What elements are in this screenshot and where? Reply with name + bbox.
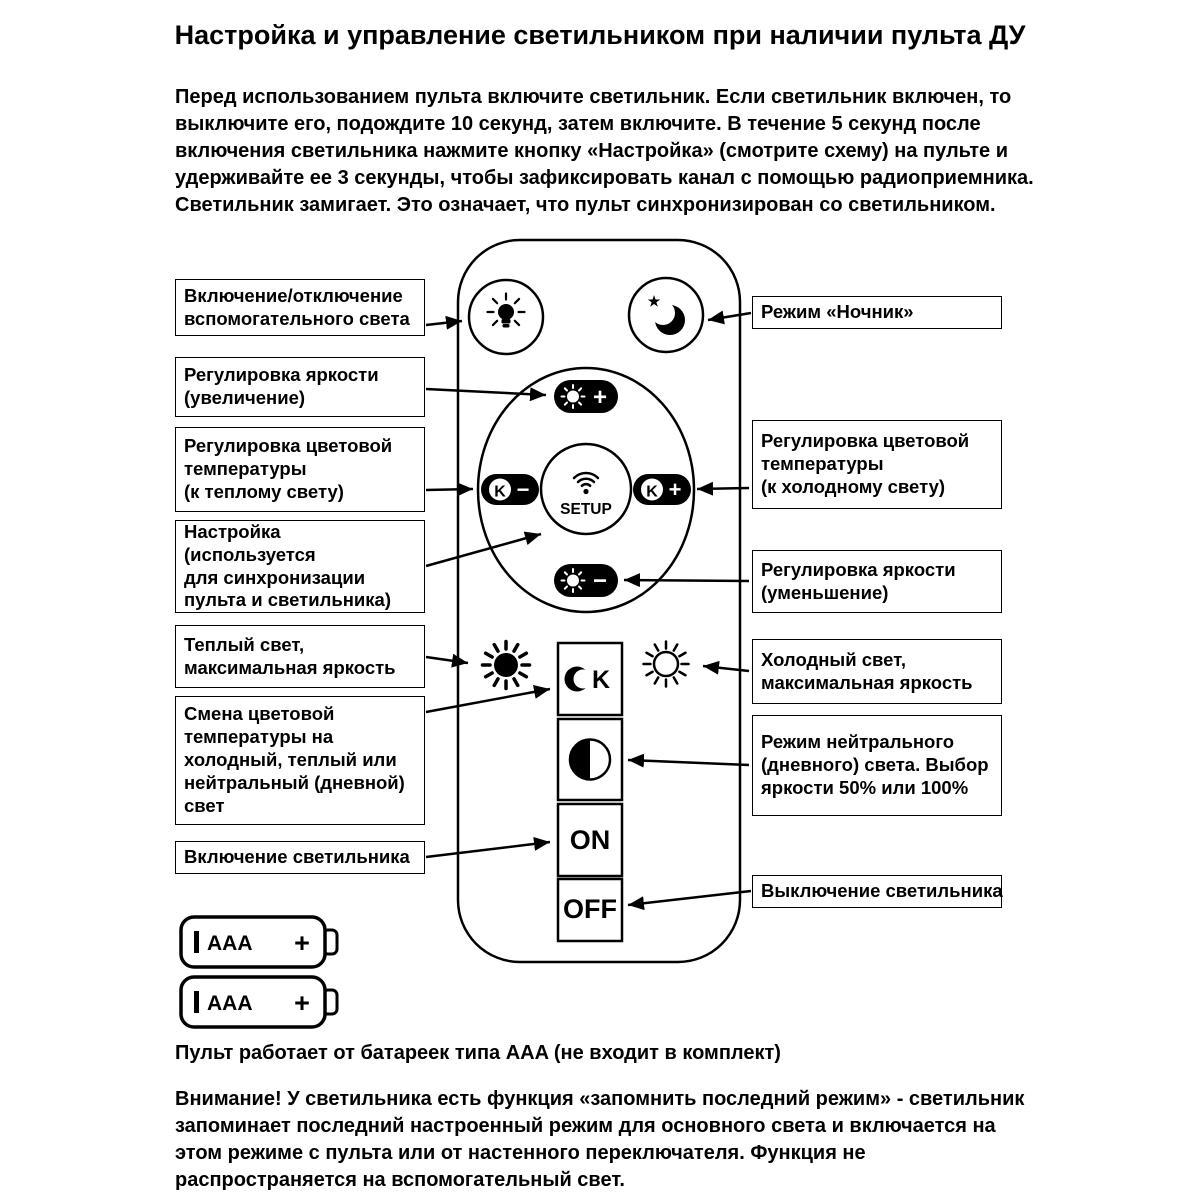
night-mode-button: ★ xyxy=(627,276,705,354)
setup-button: SETUP xyxy=(539,442,633,536)
off-button: OFF xyxy=(556,877,624,943)
on-button: ON xyxy=(556,802,624,878)
minus-label: − xyxy=(517,477,530,502)
warning-paragraph: Внимание! У светильника есть функция «за… xyxy=(175,1088,1025,1191)
on-label: ON xyxy=(570,825,611,855)
brightness-up-button: + xyxy=(554,380,618,413)
callout-temp-cold: Регулировка цветовой температуры (к холо… xyxy=(752,420,1002,509)
callout-warm-max: Теплый свет, максимальная яркость xyxy=(175,625,425,688)
moon-k-icon xyxy=(564,666,593,692)
page-title: Настройка и управление светильником при … xyxy=(174,20,1026,50)
color-mode-button: K xyxy=(556,641,624,717)
neutral-mode-button xyxy=(556,717,624,802)
callout-lamp-off: Выключение светильника xyxy=(752,875,1003,908)
warm-light-max-icon xyxy=(480,639,532,691)
brightness-down-button: − xyxy=(554,564,618,597)
arrow-setup xyxy=(425,531,542,568)
intro-paragraph: Перед использованием пульта включите све… xyxy=(175,86,1034,216)
setup-label: SETUP xyxy=(560,501,612,518)
arrow-aux-light xyxy=(425,315,463,330)
sun-icon xyxy=(560,384,586,409)
wifi-icon xyxy=(572,471,600,488)
arrow-neutral-mode xyxy=(627,753,750,768)
battery-note: Пульт работает от батареек типа AAA (не … xyxy=(175,1042,781,1064)
callout-night-mode: Режим «Ночник» xyxy=(752,296,1002,329)
color-temp-warm-button: K − xyxy=(481,474,539,505)
battery-type-label: AAA xyxy=(207,992,253,1015)
battery-minus-mark xyxy=(194,991,199,1013)
arrow-on xyxy=(425,836,551,859)
cold-light-max-icon xyxy=(642,640,690,688)
callout-brightness-up: Регулировка яркости (увеличение) xyxy=(175,357,425,417)
battery-minus-mark xyxy=(194,931,199,953)
battery-plus-label: + xyxy=(294,988,310,1018)
battery-aaa-1: AAA + xyxy=(179,915,339,969)
arrow-color-mode xyxy=(425,685,551,714)
k-label: K xyxy=(592,666,610,694)
arrow-brightness-up xyxy=(425,387,547,402)
callout-neutral-mode: Режим нейтрального (дневного) света. Выб… xyxy=(752,715,1002,816)
battery-aaa-2: AAA + xyxy=(179,975,339,1029)
bulb-icon xyxy=(486,292,526,328)
arrow-brightness-down xyxy=(623,573,750,588)
callout-temp-warm: Регулировка цветовой температуры (к тепл… xyxy=(175,427,425,512)
off-label: OFF xyxy=(563,894,617,924)
moon-icon: ★ xyxy=(648,293,685,335)
callout-cold-max: Холодный свет, максимальная яркость xyxy=(752,639,1002,704)
arrow-night-mode xyxy=(707,310,752,325)
star-icon: ★ xyxy=(648,293,661,309)
arrow-cold-max xyxy=(702,660,750,675)
arrow-off xyxy=(627,889,752,911)
sun-icon xyxy=(560,568,586,593)
color-temp-cold-button: K + xyxy=(633,474,691,505)
callout-aux-light: Включение/отключение вспомогательного св… xyxy=(175,279,425,336)
half-circle-icon xyxy=(570,739,590,780)
k-label: K xyxy=(494,484,506,501)
callout-brightness-down: Регулировка яркости (уменьшение) xyxy=(752,550,1002,613)
plus-label: + xyxy=(593,384,607,411)
arrow-temp-cold xyxy=(696,481,750,496)
plus-label: + xyxy=(669,477,682,502)
callout-setup: Настройка (используется для синхронизаци… xyxy=(175,520,425,613)
callout-arrows xyxy=(425,310,752,911)
arrow-warm-max xyxy=(425,653,469,668)
callout-lamp-on: Включение светильника xyxy=(175,841,425,874)
k-label: K xyxy=(646,484,658,501)
aux-light-button xyxy=(467,278,545,356)
battery-plus-label: + xyxy=(294,928,310,958)
minus-label: − xyxy=(593,568,607,595)
arrow-temp-warm xyxy=(425,482,474,497)
battery-type-label: AAA xyxy=(207,932,253,955)
callout-color-mode: Смена цветовой температуры на холодный, … xyxy=(175,696,425,825)
